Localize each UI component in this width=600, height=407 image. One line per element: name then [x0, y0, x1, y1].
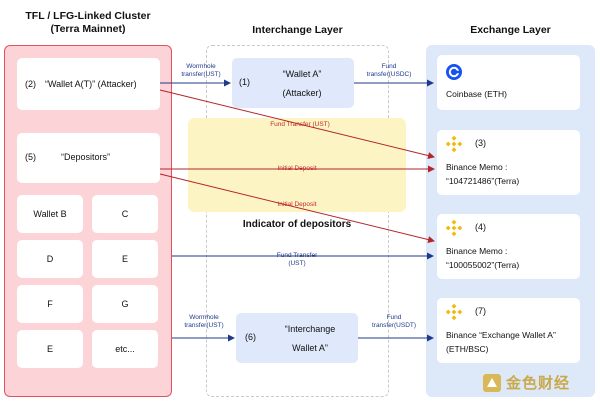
wallet-a-attacker-box: (1) “Wallet A” (Attacker) — [232, 58, 354, 108]
wallet-cell-label: E — [121, 254, 128, 264]
interchange-line2: Wallet A” — [292, 343, 328, 353]
attacker-label: “Wallet A(T)” (Attacker) — [45, 79, 137, 89]
initial-deposit-label-2: Initial Deposit — [277, 201, 317, 208]
binance-2-number: (4) — [475, 222, 486, 232]
depositors-box: (5) “Depositors” — [17, 133, 160, 183]
fund-transfer-ust-blue-label: Fund Transfer (UST) — [276, 252, 318, 267]
wormhole-label-1: Wormhole transfer(UST) — [181, 63, 221, 78]
binance-logo-icon — [446, 136, 462, 152]
attacker-to-binance-arrow — [159, 89, 435, 159]
binance-memo-1-box: (3) Binance Memo : “104721486”(Terra) — [437, 130, 580, 195]
binance-1-number: (3) — [475, 138, 486, 148]
wallet-cell: C — [92, 195, 158, 233]
wallet-cell: D — [17, 240, 83, 278]
initial-deposit-label-1: Initial Deposit — [277, 165, 317, 172]
wallet-cell: F — [17, 285, 83, 323]
interchange-number: (6) — [245, 332, 256, 342]
middle-column-title: Interchange Layer — [252, 24, 343, 36]
wallet-cell-label: D — [46, 254, 54, 264]
binance-logo-icon — [446, 220, 462, 236]
binance-2-line1: Binance Memo : — [446, 246, 508, 256]
interchange-layer-panel — [206, 45, 389, 397]
wallet-cell: E — [17, 330, 83, 368]
depositors-label: “Depositors” — [61, 152, 111, 162]
binance-logo-icon — [446, 304, 462, 320]
wallet-cell-label: G — [121, 299, 129, 309]
interchange-wallet-a-box: (6) “Interchange Wallet A” — [236, 313, 358, 363]
binance-3-number: (7) — [475, 306, 486, 316]
wallet-cell-label: Wallet B — [33, 209, 67, 219]
binance-1-line2: “104721486”(Terra) — [446, 176, 520, 186]
interchange-line1: “Interchange — [284, 324, 336, 334]
wallet-a-line1: “Wallet A” — [282, 69, 322, 79]
right-column-title: Exchange Layer — [470, 24, 551, 36]
wallet-cell-label: etc... — [115, 344, 135, 354]
binance-1-line1: Binance Memo : — [446, 162, 508, 172]
coinbase-box: Coinbase (ETH) — [437, 55, 580, 110]
attacker-number: (2) — [25, 79, 36, 89]
depositors-number: (5) — [25, 152, 36, 162]
coinbase-logo-icon — [446, 64, 462, 80]
fund-transfer-ust-red-label: Fund Transfer (UST) — [270, 121, 330, 128]
left-column-title: TFL / LFG-Linked Cluster (Terra Mainnet) — [25, 10, 151, 35]
watermark: 金色财经 — [482, 372, 570, 393]
wallet-a-number: (1) — [239, 77, 250, 87]
indicator-highlight — [188, 118, 406, 212]
binance-3-line2: (ETH/BSC) — [446, 344, 489, 354]
fund-usdc-label: Fund transfer(USDC) — [366, 63, 412, 78]
wallet-a-line2: (Attacker) — [282, 88, 322, 98]
coinbase-label: Coinbase (ETH) — [446, 89, 507, 99]
wallet-cell: etc... — [92, 330, 158, 368]
wallet-cell-label: E — [46, 344, 53, 354]
binance-2-line2: “100055002”(Terra) — [446, 260, 520, 270]
binance-exchange-wallet-box: (7) Binance “Exchange Wallet A” (ETH/BSC… — [437, 298, 580, 363]
wallet-cell-label: F — [47, 299, 53, 309]
wallet-cell: Wallet B — [17, 195, 83, 233]
indicator-of-depositors-label: Indicator of depositors — [242, 219, 352, 230]
wormhole-label-2: Wormhole transfer(UST) — [184, 314, 224, 329]
binance-3-line1: Binance “Exchange Wallet A” — [446, 330, 556, 340]
wallet-cell: G — [92, 285, 158, 323]
binance-memo-2-box: (4) Binance Memo : “100055002”(Terra) — [437, 214, 580, 279]
fund-usdt-label: Fund transfer(USDT) — [371, 314, 417, 329]
wallet-cell-label: C — [121, 209, 129, 219]
watermark-text: 金色财经 — [506, 375, 571, 392]
initial-deposit-arrow-2 — [159, 173, 435, 243]
attacker-wallet-box: (2) “Wallet A(T)” (Attacker) — [17, 58, 160, 110]
wallet-cell: E — [92, 240, 158, 278]
jinse-logo-icon — [483, 373, 501, 392]
